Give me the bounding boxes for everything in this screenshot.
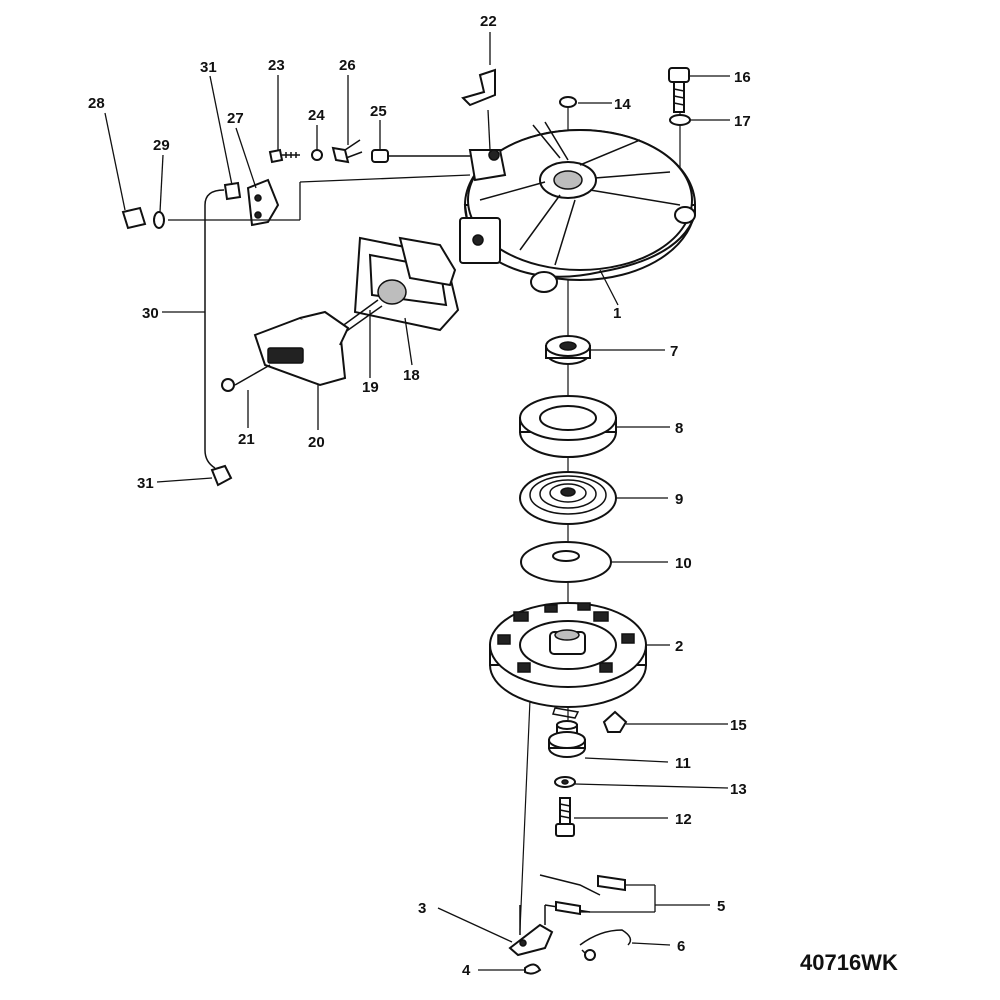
throttle-linkage	[121, 174, 471, 230]
bushing-7	[545, 335, 591, 365]
callout-22: 22	[480, 13, 497, 30]
callout-8: 8	[675, 420, 683, 437]
callout-23: 23	[268, 57, 285, 74]
spacer-11	[548, 707, 586, 758]
callout-12: 12	[675, 811, 692, 828]
small-hardware	[268, 139, 470, 164]
bolt-12	[555, 797, 575, 837]
drawing-code: 40716WK	[800, 950, 898, 975]
callout-31-top: 31	[200, 59, 217, 76]
callout-20: 20	[308, 434, 325, 451]
callout-labels: 1 2 3 4 5 6 7 8 9 10 11 12 13 14 15 16 1…	[88, 13, 751, 979]
callout-11: 11	[675, 755, 691, 772]
link-rod	[204, 189, 233, 487]
leader-lines	[104, 32, 730, 971]
callout-4: 4	[462, 962, 471, 979]
callout-25: 25	[370, 103, 387, 120]
callout-21: 21	[238, 431, 255, 448]
callout-3: 3	[418, 900, 426, 917]
callout-24: 24	[308, 107, 325, 124]
pulley-2	[489, 602, 647, 708]
callout-6: 6	[677, 938, 685, 955]
callout-26: 26	[339, 57, 356, 74]
callout-9: 9	[675, 491, 683, 508]
spring-cup-8	[519, 395, 617, 458]
retainer-15	[602, 710, 628, 733]
callout-1: 1	[613, 305, 621, 322]
callout-28: 28	[88, 95, 105, 112]
pawl-assembly	[508, 874, 632, 975]
callout-7: 7	[670, 343, 678, 360]
lever	[461, 68, 507, 182]
callout-18: 18	[403, 367, 420, 384]
callout-17: 17	[734, 113, 751, 130]
callout-16: 16	[734, 69, 751, 86]
callout-15: 15	[730, 717, 747, 734]
starter-housing	[459, 121, 696, 293]
rewind-spring-9	[519, 471, 617, 525]
callout-13: 13	[730, 781, 747, 798]
callout-30: 30	[142, 305, 159, 322]
rope-guide-and-handle	[221, 236, 460, 392]
nut-14	[559, 96, 577, 108]
callout-14: 14	[614, 96, 631, 113]
bolt-16-washer-17	[668, 67, 691, 126]
washer-10	[520, 541, 612, 583]
callout-27: 27	[227, 110, 244, 127]
washer-13	[554, 776, 576, 788]
callout-5: 5	[717, 898, 725, 915]
callout-29: 29	[153, 137, 170, 154]
callout-31-bottom: 31	[137, 475, 154, 492]
callout-10: 10	[675, 555, 692, 572]
callout-2: 2	[675, 638, 683, 655]
callout-19: 19	[362, 379, 379, 396]
